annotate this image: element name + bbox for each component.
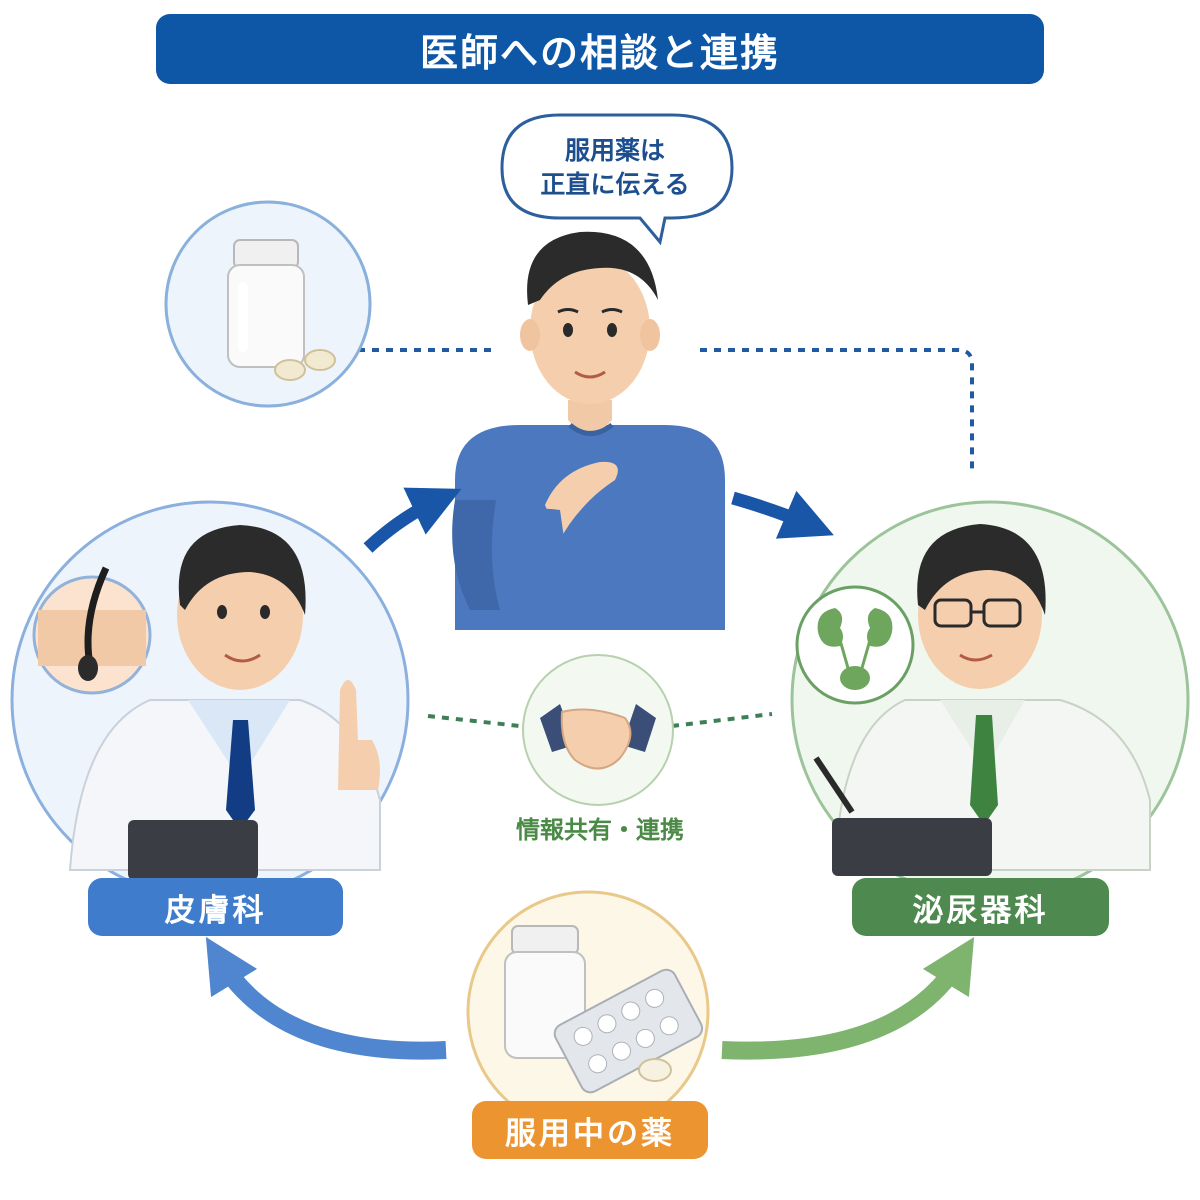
urology-label: 泌尿器科 xyxy=(852,878,1109,936)
patient-figure xyxy=(452,231,725,630)
speech-line-1: 服用薬は xyxy=(564,136,665,165)
urologist-figure xyxy=(813,524,1151,876)
handshake-icon xyxy=(522,654,674,806)
hair-follicle-icon xyxy=(32,566,152,695)
speech-text: 服用薬は 正直に伝える xyxy=(505,128,725,208)
dermatology-label: 皮膚科 xyxy=(88,878,343,936)
info-share-label: 情報共有・連携 xyxy=(516,816,684,844)
speech-line-2: 正直に伝える xyxy=(540,170,690,199)
dotted-connectors xyxy=(358,348,974,728)
pill-bottle-icon xyxy=(164,200,372,408)
kidney-icon xyxy=(795,585,915,705)
page-title: 医師への相談と連携 xyxy=(156,14,1044,84)
patient-arrows xyxy=(363,487,834,553)
blister-pack-icon xyxy=(466,890,710,1134)
medication-arrows xyxy=(205,936,975,1060)
speech-bubble xyxy=(500,113,734,246)
medication-label: 服用中の薬 xyxy=(472,1101,708,1159)
dermatologist-figure xyxy=(68,525,381,880)
